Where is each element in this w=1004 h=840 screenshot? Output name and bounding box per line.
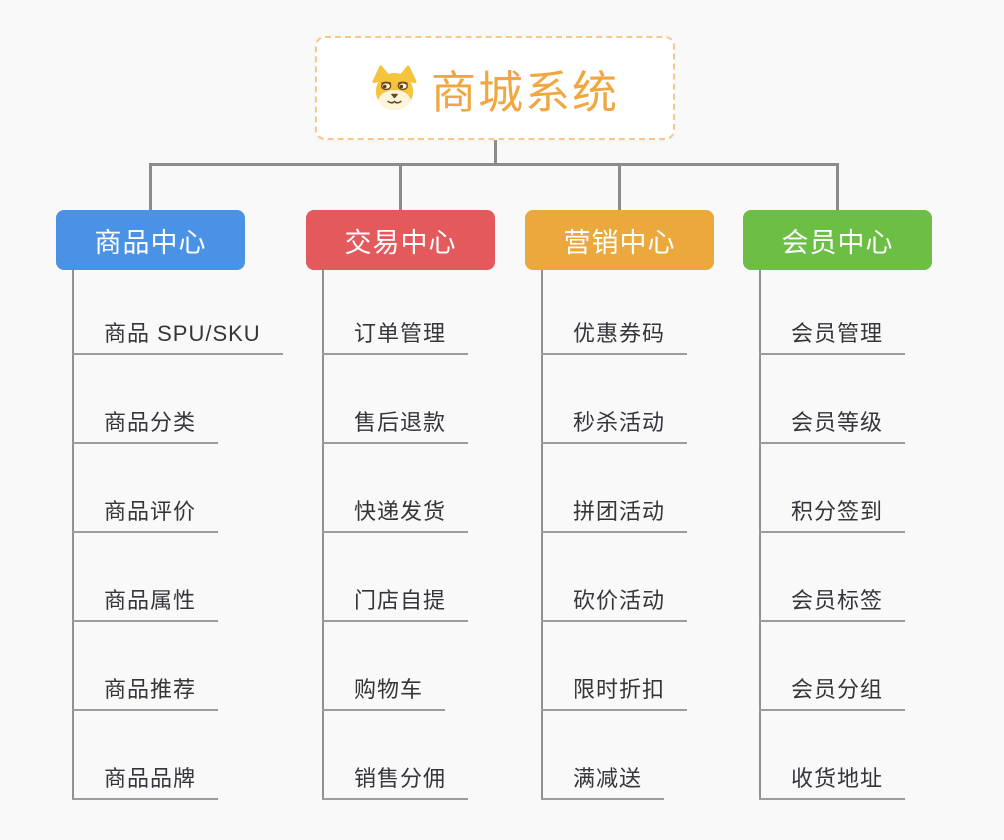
leaf-node[interactable]: 门店自提 [322,578,469,622]
branch-label: 商品中心 [94,227,207,258]
connector-spine-trade-center [322,270,324,800]
leaf-label: 拼团活动 [573,499,666,524]
leaf-label: 商品品牌 [104,766,197,791]
leaf-label: 商品推荐 [104,677,197,702]
connector-spine-marketing-center [541,270,543,800]
leaf-node[interactable]: 商品推荐 [72,667,219,711]
connector-drop-marketing-center [618,163,621,210]
leaf-node[interactable]: 订单管理 [322,311,469,355]
leaf-label: 砍价活动 [573,588,666,613]
connector-bus [149,163,839,166]
leaf-label: 满减送 [573,766,643,791]
dog-icon [372,64,417,110]
leaf-node[interactable]: 销售分佣 [322,756,469,800]
connector-drop-member-center [836,163,839,210]
leaf-label: 订单管理 [354,321,447,346]
leaf-label: 会员标签 [791,588,884,613]
leaf-label: 秒杀活动 [573,410,666,435]
leaf-node[interactable]: 会员管理 [759,311,906,355]
branch-node-member-center[interactable]: 会员中心 [743,210,932,270]
leaf-label: 会员分组 [791,677,884,702]
leaf-label: 会员等级 [791,410,884,435]
leaf-node[interactable]: 商品分类 [72,400,219,444]
leaf-label: 购物车 [354,677,424,702]
leaf-label: 限时折扣 [573,677,666,702]
leaf-node[interactable]: 砍价活动 [541,578,688,622]
root-title: 商城系统 [430,66,619,118]
leaf-node[interactable]: 秒杀活动 [541,400,688,444]
leaf-node[interactable]: 商品品牌 [72,756,219,800]
branch-label: 营销中心 [563,227,676,258]
leaf-label: 快递发货 [354,499,447,524]
leaf-node[interactable]: 商品属性 [72,578,219,622]
leaf-label: 商品分类 [104,410,197,435]
root-node[interactable]: 商城系统 [315,36,675,140]
branch-node-product-center[interactable]: 商品中心 [56,210,245,270]
leaf-node[interactable]: 快递发货 [322,489,469,533]
leaf-node[interactable]: 优惠券码 [541,311,688,355]
branch-label: 交易中心 [344,227,457,258]
leaf-label: 门店自提 [354,588,447,613]
leaf-node[interactable]: 拼团活动 [541,489,688,533]
leaf-node[interactable]: 满减送 [541,756,665,800]
leaf-label: 会员管理 [791,321,884,346]
connector-drop-trade-center [399,163,402,210]
connector-spine-member-center [759,270,761,800]
leaf-label: 商品评价 [104,499,197,524]
leaf-node[interactable]: 售后退款 [322,400,469,444]
branch-label: 会员中心 [781,227,894,258]
leaf-node[interactable]: 积分签到 [759,489,906,533]
leaf-label: 收货地址 [791,766,884,791]
leaf-label: 商品 SPU/SKU [104,321,261,346]
connector-root-stem [493,140,497,166]
branch-node-marketing-center[interactable]: 营销中心 [525,210,714,270]
leaf-node[interactable]: 商品评价 [72,489,219,533]
leaf-node[interactable]: 收货地址 [759,756,906,800]
leaf-node[interactable]: 限时折扣 [541,667,688,711]
leaf-label: 商品属性 [104,588,197,613]
connector-spine-product-center [72,270,74,800]
leaf-node[interactable]: 会员等级 [759,400,906,444]
leaf-label: 销售分佣 [354,766,447,791]
leaf-label: 优惠券码 [573,321,666,346]
leaf-node[interactable]: 会员分组 [759,667,906,711]
leaf-node[interactable]: 购物车 [322,667,446,711]
branch-node-trade-center[interactable]: 交易中心 [306,210,495,270]
leaf-label: 积分签到 [791,499,884,524]
leaf-node[interactable]: 会员标签 [759,578,906,622]
leaf-label: 售后退款 [354,410,447,435]
leaf-node[interactable]: 商品 SPU/SKU [72,311,283,355]
connector-drop-product-center [149,163,152,210]
